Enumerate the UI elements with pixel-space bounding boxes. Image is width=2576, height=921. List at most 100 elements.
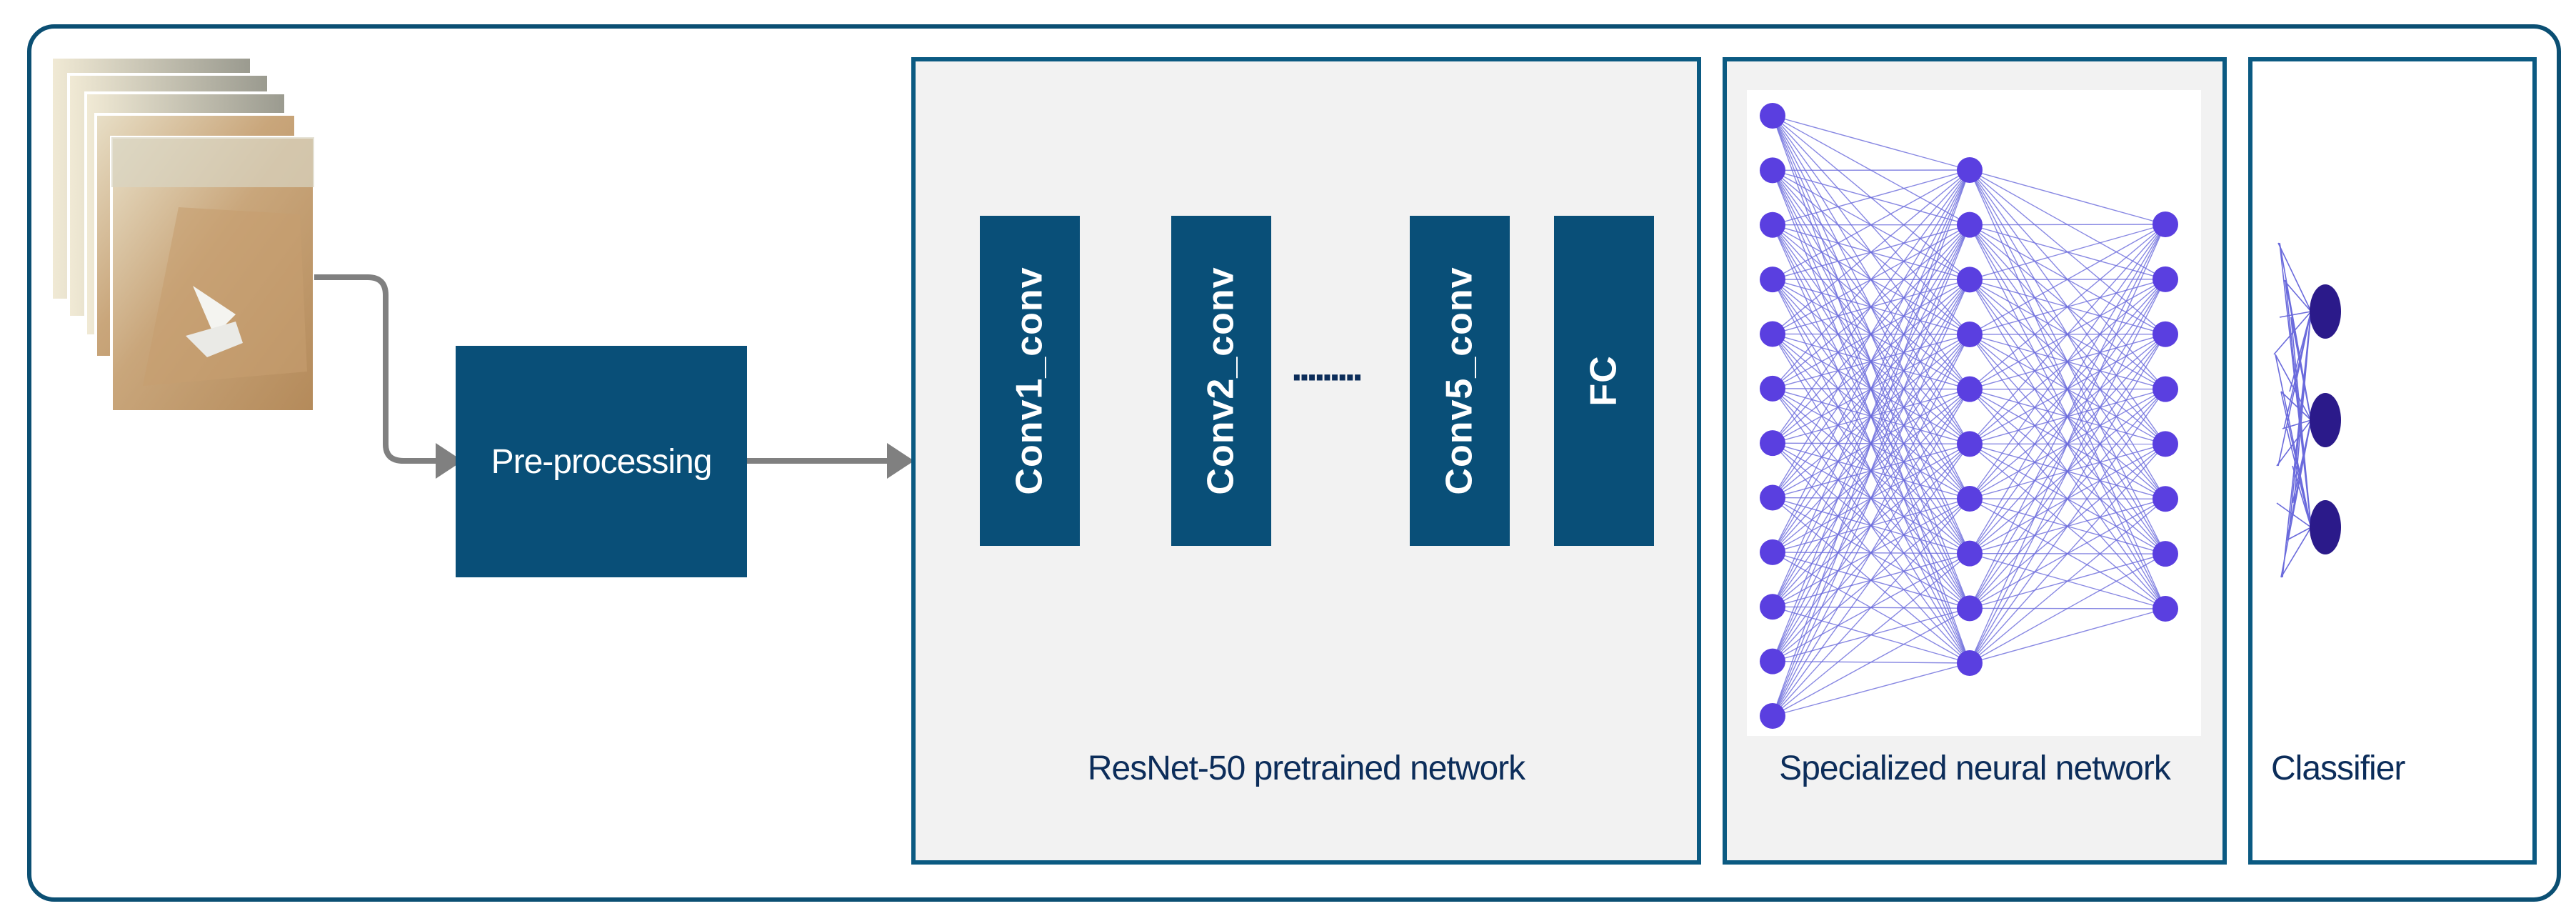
nn-neuron-layer-1 bbox=[1760, 703, 1785, 729]
classifier-edge bbox=[2292, 465, 2312, 528]
nn-neuron-layer-1 bbox=[1760, 267, 1785, 293]
nn-neuron-layer-2 bbox=[1957, 157, 1983, 183]
nn-edge bbox=[1772, 607, 1970, 717]
nn-neuron-layer-1 bbox=[1760, 648, 1785, 674]
nn-neuron-layer-3 bbox=[2152, 431, 2178, 457]
classifier-edge bbox=[2282, 311, 2312, 578]
nn-neuron-layer-1 bbox=[1760, 484, 1785, 511]
nn-edge bbox=[1772, 443, 1970, 717]
nn-edge bbox=[1772, 115, 1970, 171]
nn-edge bbox=[1772, 169, 1970, 553]
nn-neuron-layer-3 bbox=[2152, 321, 2178, 347]
nn-edge bbox=[1969, 224, 2166, 499]
classifier-edge bbox=[2280, 391, 2312, 421]
nn-neuron-layer-3 bbox=[2152, 541, 2178, 567]
conv1-block: Conv1_conv bbox=[980, 216, 1080, 546]
classifier-output-neuron-1 bbox=[2310, 284, 2341, 339]
resnet-panel-label: ResNet-50 pretrained network bbox=[1087, 750, 1525, 787]
classifier-edge bbox=[2290, 317, 2312, 528]
nn-edge bbox=[1772, 553, 1970, 717]
nn-edge bbox=[1969, 224, 2166, 281]
nn-edge bbox=[1969, 608, 2166, 664]
nn-edge bbox=[1772, 169, 1970, 717]
nn-edge bbox=[1969, 334, 2166, 664]
nn-neuron-layer-3 bbox=[2152, 596, 2178, 622]
nn-edge bbox=[1772, 169, 1970, 334]
nn-edge bbox=[1969, 224, 2166, 609]
nn-neuron-layer-1 bbox=[1760, 594, 1785, 620]
nn-neuron-layer-2 bbox=[1957, 650, 1983, 676]
input-frames bbox=[50, 56, 316, 413]
classifier-edge bbox=[2283, 279, 2312, 312]
nn-edge bbox=[1772, 279, 1970, 717]
nn-edge bbox=[1772, 169, 1970, 662]
classifier-edge bbox=[2275, 354, 2312, 421]
nn-edge bbox=[1772, 389, 1970, 717]
nn-edge bbox=[1969, 224, 2166, 226]
arrow-input-to-preprocessing bbox=[314, 274, 437, 464]
nn-edge bbox=[1969, 279, 2166, 664]
nn-edge bbox=[1969, 498, 2166, 664]
classifier-edge bbox=[2279, 311, 2312, 318]
nn-neuron-layer-1 bbox=[1760, 321, 1785, 347]
nn-edge bbox=[1772, 169, 1970, 280]
nn-edge bbox=[1772, 169, 1970, 498]
arrowhead-preprocessing bbox=[436, 443, 463, 479]
nn-edge bbox=[1969, 224, 2166, 554]
nn-neuron-layer-1 bbox=[1760, 430, 1785, 457]
nn-neuron-layer-1 bbox=[1760, 539, 1785, 565]
frame-1 bbox=[110, 136, 316, 413]
nn-neuron-layer-1 bbox=[1760, 103, 1785, 129]
nn-neuron-layer-2 bbox=[1957, 595, 1983, 622]
classifier-edge bbox=[2277, 311, 2312, 467]
nn-edge bbox=[1969, 224, 2166, 444]
nn-neuron-layer-2 bbox=[1957, 376, 1983, 402]
classifier-edge bbox=[2282, 419, 2312, 429]
conv5-block: Conv5_conv bbox=[1410, 216, 1510, 546]
specialized-panel-label: Specialized neural network bbox=[1779, 750, 2171, 787]
classifier-edge bbox=[2280, 419, 2312, 578]
fc-block: FC bbox=[1554, 216, 1654, 546]
nn-edge bbox=[1772, 334, 1970, 717]
classifier-edge bbox=[2286, 428, 2312, 528]
nn-neuron-layer-3 bbox=[2152, 266, 2178, 292]
nn-edge bbox=[1772, 224, 1970, 717]
nn-edge bbox=[1969, 169, 2166, 225]
nn-neuron-layer-2 bbox=[1957, 211, 1983, 238]
layer-ellipsis: ········· bbox=[1291, 354, 1365, 399]
nn-neuron-layer-3 bbox=[2152, 376, 2178, 402]
classifier-edge bbox=[2290, 317, 2312, 421]
nn-edge bbox=[1969, 389, 2166, 664]
nn-edge bbox=[1969, 443, 2166, 664]
nn-neuron-layer-2 bbox=[1957, 431, 1983, 457]
preprocessing-label: Pre-processing bbox=[491, 442, 713, 481]
classifier-edge bbox=[2280, 527, 2312, 578]
classifier-panel-label: Classifier bbox=[2271, 750, 2405, 787]
nn-neuron-layer-1 bbox=[1760, 157, 1785, 184]
nn-edge bbox=[1969, 224, 2166, 335]
nn-edge bbox=[1772, 169, 1970, 226]
nn-edge bbox=[1772, 169, 1970, 389]
preprocessing-block: Pre-processing bbox=[456, 346, 747, 577]
arrowhead-resnet bbox=[887, 443, 914, 479]
nn-edge bbox=[1969, 224, 2166, 390]
nn-neuron-layer-1 bbox=[1760, 211, 1785, 238]
classifier-edge bbox=[2286, 527, 2312, 541]
nn-edge bbox=[1772, 169, 1970, 607]
classifier-output-neuron-2 bbox=[2310, 393, 2341, 447]
nn-edge bbox=[1969, 553, 2166, 664]
nn-neuron-layer-2 bbox=[1957, 540, 1983, 567]
nn-edge bbox=[1772, 662, 1970, 717]
nn-neuron-layer-1 bbox=[1760, 375, 1785, 402]
classifier-edge bbox=[2276, 502, 2312, 528]
conv2-block: Conv2_conv bbox=[1171, 216, 1271, 546]
nn-edge bbox=[1969, 224, 2166, 664]
classifier-edge bbox=[2277, 242, 2312, 312]
nn-edge bbox=[1772, 498, 1970, 717]
nn-neuron-layer-2 bbox=[1957, 486, 1983, 512]
specialized-network-canvas bbox=[1747, 90, 2201, 736]
nn-neuron-layer-2 bbox=[1957, 267, 1983, 293]
nn-neuron-layer-3 bbox=[2152, 211, 2178, 237]
